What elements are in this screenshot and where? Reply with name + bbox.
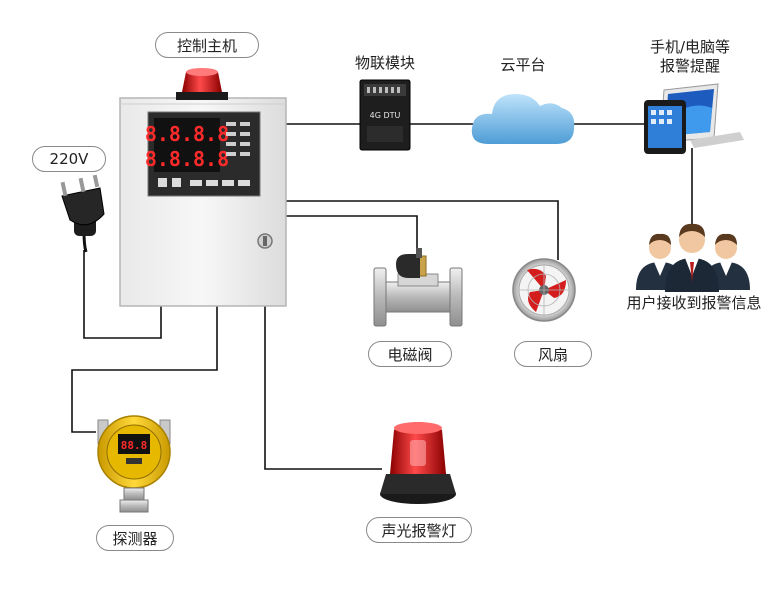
line-controller-to-detector xyxy=(71,306,218,433)
line-controller-to-valve xyxy=(286,215,418,254)
fan-label: 风扇 xyxy=(514,341,592,367)
users-label: 用户接收到报警信息 xyxy=(626,294,762,312)
user-center xyxy=(665,223,719,292)
cloud-icon xyxy=(471,94,575,144)
detector-display: 88.8 xyxy=(121,439,148,452)
valve-icon xyxy=(373,248,463,327)
controller-label: 控制主机 xyxy=(155,32,259,58)
valve-label: 电磁阀 xyxy=(368,341,452,367)
plug-icon xyxy=(60,174,105,253)
fan-icon xyxy=(512,258,576,322)
alarm-light-icon xyxy=(380,422,456,504)
devices-label-line1: 手机/电脑等 xyxy=(649,38,731,56)
controller-beacon-icon xyxy=(176,68,228,100)
module-label: 4G DTU xyxy=(370,111,401,120)
display-row-1: 8.8.8.8 xyxy=(145,122,229,146)
iot-module-icon: 4G DTU xyxy=(359,79,411,151)
line-controller-to-alarm xyxy=(264,306,382,470)
power-label: 220V xyxy=(32,146,106,172)
display-row-2: 8.8.8.8 xyxy=(145,147,229,171)
cloud-label: 云平台 xyxy=(500,56,546,74)
iot-module-label: 物联模块 xyxy=(354,54,415,72)
alarm-light-label: 声光报警灯 xyxy=(366,517,472,543)
detector-label: 探测器 xyxy=(96,525,174,551)
detector-icon: 88.8 xyxy=(97,415,171,513)
line-plug-to-controller xyxy=(83,250,162,339)
devices-label-line2: 报警提醒 xyxy=(659,57,720,75)
tablet-icon xyxy=(644,83,744,154)
controller-box-icon: 8.8.8.8 8.8.8.8 xyxy=(119,97,287,307)
connection-lines xyxy=(71,123,693,470)
users-icon xyxy=(636,223,750,292)
line-controller-to-fan xyxy=(286,200,559,260)
